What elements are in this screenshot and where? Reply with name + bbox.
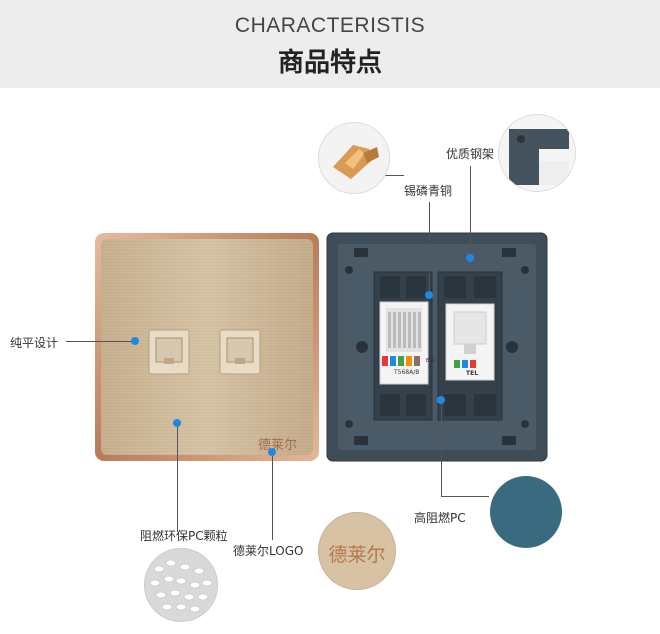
callout-dot — [131, 337, 139, 345]
callout-flat-design: 纯平设计 — [10, 336, 59, 350]
steel-frame-closeup — [498, 114, 576, 192]
logo-closeup: 德莱尔 — [318, 512, 396, 590]
callout-line — [177, 427, 178, 532]
callout-line — [272, 456, 273, 540]
callout-logo: 德莱尔LOGO — [233, 544, 304, 558]
callout-phosphor-bronze: 锡磷青铜 — [404, 184, 453, 198]
pc-pellets-closeup — [144, 548, 218, 622]
callout-flame-retardant-particles: 阻燃环保PC颗粒 — [140, 529, 228, 543]
callout-dot — [437, 396, 445, 404]
callout-dot — [173, 419, 181, 427]
callout-line — [384, 175, 404, 176]
logo-closeup-text: 德莱尔 — [328, 544, 386, 566]
header-title-cn: 商品特点 — [277, 48, 382, 78]
callout-line — [441, 496, 489, 497]
callout-steel-frame: 优质钢架 — [446, 147, 495, 161]
callout-dot — [466, 254, 474, 262]
callout-line — [66, 341, 132, 342]
callout-dot — [425, 291, 433, 299]
phosphor-bronze-closeup — [318, 122, 390, 194]
callout-line — [470, 166, 471, 256]
callout-dot — [268, 448, 276, 456]
pc-color-sample — [490, 476, 562, 548]
back-socket-panel — [326, 232, 548, 462]
header-banner: CHARACTERISTIS 商品特点 — [0, 0, 660, 88]
module-left-side-letters: B A — [426, 358, 435, 364]
module-right-code: TEL — [466, 370, 479, 377]
callout-high-flame-pc: 高阻燃PC — [414, 511, 466, 525]
header-title-en: CHARACTERISTIS — [234, 14, 426, 37]
callout-line — [441, 404, 442, 496]
front-brand-mark: 德莱尔 — [258, 438, 298, 453]
module-left-code: T568A/B — [394, 369, 420, 376]
front-socket-panel — [95, 233, 319, 461]
callout-line — [429, 202, 430, 292]
